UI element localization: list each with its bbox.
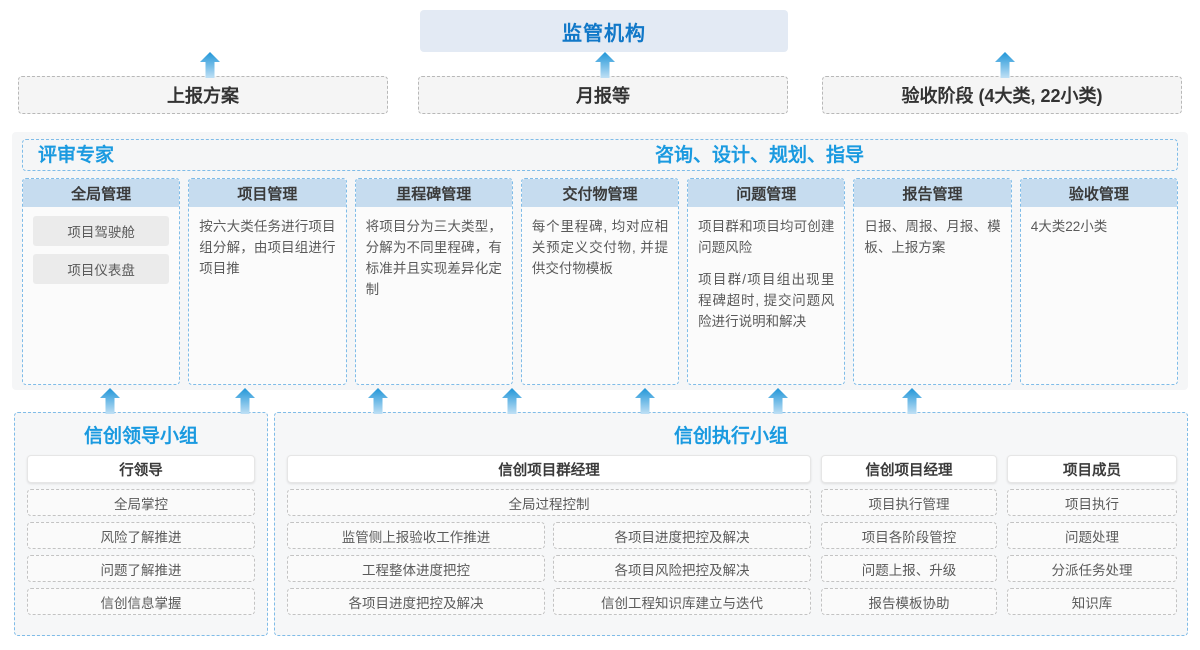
arrow-up-icon [368,388,388,414]
mgmt-card-body: 每个里程碑, 均对应相关预定义交付物, 并提供交付物模板 [522,207,678,279]
duty-item[interactable]: 问题了解推进 [27,555,255,582]
duty-item[interactable]: 工程整体进度把控 [287,555,545,582]
mgmt-card-paragraph: 将项目分为三大类型，分解为不同里程碑，有标准并且实现差异化定制 [365,219,502,297]
duty-item[interactable]: 分派任务处理 [1007,555,1177,582]
duty-item[interactable]: 问题处理 [1007,522,1177,549]
role-column-project-manager: 信创项目经理 项目执行管理 项目各阶段管控 问题上报、升级 报告模板协助 [821,455,997,615]
regulatory-authority-box: 监管机构 [420,10,788,52]
duty-item[interactable]: 各项目进度把控及解决 [287,588,545,615]
mgmt-card-global[interactable]: 全局管理 项目驾驶舱 项目仪表盘 [22,178,181,385]
arrow-up-icon [100,388,120,414]
duty-item[interactable]: 问题上报、升级 [821,555,997,582]
mgmt-card-paragraph: 4大类22小类 [1030,219,1108,234]
duty-item[interactable]: 信创信息掌握 [27,588,255,615]
mgmt-card-title: 问题管理 [688,179,845,207]
duty-row: 各项目进度把控及解决 信创工程知识库建立与迭代 [287,582,811,615]
arrow-up-icon [502,388,522,414]
arrow-up-icon [235,388,255,414]
duty-item[interactable]: 项目执行管理 [821,489,997,516]
role-column-leader: 行领导 全局掌控 风险了解推进 问题了解推进 信创信息掌握 [27,455,255,615]
duty-item[interactable]: 全局掌控 [27,489,255,516]
pill-item[interactable]: 项目仪表盘 [33,254,170,284]
mgmt-card-paragraph: 项目群/项目组出现里程碑超时, 提交问题风险进行说明和解决 [698,272,835,329]
mgmt-card-title: 交付物管理 [521,179,679,207]
role-header-leader[interactable]: 行领导 [27,455,255,483]
report-box-month: 月报等 [418,76,788,114]
duty-item[interactable]: 项目执行 [1007,489,1177,516]
mgmt-card-body: 日报、周报、月报、模板、上报方案 [854,207,1010,258]
role-header-program-manager[interactable]: 信创项目群经理 [287,455,811,483]
leader-group-container: 信创领导小组 行领导 全局掌控 风险了解推进 问题了解推进 信创信息掌握 [14,412,268,636]
arrow-up-icon [200,52,220,78]
role-header-project-manager[interactable]: 信创项目经理 [821,455,997,483]
role-column-program-manager: 信创项目群经理 全局过程控制 监管侧上报验收工作推进 各项目进度把控及解决 工程… [287,455,811,615]
mgmt-card-body: 按六大类任务进行项目组分解，由项目组进行项目推 [189,207,345,279]
mgmt-card-body: 4大类22小类 [1021,207,1177,237]
mgmt-card-deliverable[interactable]: 交付物管理 每个里程碑, 均对应相关预定义交付物, 并提供交付物模板 [520,178,680,385]
mgmt-card-title: 报告管理 [854,179,1011,207]
mgmt-card-project[interactable]: 项目管理 按六大类任务进行项目组分解，由项目组进行项目推 [188,178,347,385]
mgmt-card-body: 项目群和项目均可创建问题风险 项目群/项目组出现里程碑超时, 提交问题风险进行说… [688,207,844,332]
mgmt-card-acceptance[interactable]: 验收管理 4大类22小类 [1019,178,1178,385]
mgmt-card-issue[interactable]: 问题管理 项目群和项目均可创建问题风险 项目群/项目组出现里程碑超时, 提交问题… [687,178,846,385]
mgmt-card-report[interactable]: 报告管理 日报、周报、月报、模板、上报方案 [853,178,1012,385]
duty-item[interactable]: 全局过程控制 [287,489,811,516]
duty-row: 工程整体进度把控 各项目风险把控及解决 [287,549,811,582]
duty-item[interactable]: 报告模板协助 [821,588,997,615]
arrow-up-icon [902,388,922,414]
mgmt-card-paragraph: 日报、周报、月报、模板、上报方案 [864,219,1001,255]
exec-group-title: 信创执行小组 [673,426,788,447]
mgmt-card-title: 全局管理 [23,179,180,207]
report-box-acceptance: 验收阶段 (4大类, 22小类) [822,76,1182,114]
role-label-consulting: 咨询、设计、规划、指导 [655,145,865,166]
mgmt-card-title: 项目管理 [189,179,346,207]
arrow-up-icon [995,52,1015,78]
exec-group-container: 信创执行小组 信创项目群经理 全局过程控制 监管侧上报验收工作推进 各项目进度把… [274,412,1188,636]
duty-item[interactable]: 风险了解推进 [27,522,255,549]
mgmt-card-paragraph: 按六大类任务进行项目组分解，由项目组进行项目推 [199,219,336,276]
mgmt-card-milestone[interactable]: 里程碑管理 将项目分为三大类型，分解为不同里程碑，有标准并且实现差异化定制 [354,178,513,385]
report-month-label: 月报等 [576,86,630,106]
arrow-up-icon [768,388,788,414]
arrow-up-icon [595,52,615,78]
mgmt-card-paragraph: 每个里程碑, 均对应相关预定义交付物, 并提供交付物模板 [531,219,669,276]
mgmt-card-title: 验收管理 [1020,179,1177,207]
pill-item[interactable]: 项目驾驶舱 [33,216,170,246]
duty-item[interactable]: 知识库 [1007,588,1177,615]
duty-item[interactable]: 信创工程知识库建立与迭代 [553,588,811,615]
duty-item[interactable]: 监管侧上报验收工作推进 [287,522,545,549]
mgmt-card-title: 里程碑管理 [355,179,512,207]
report-plan-label: 上报方案 [167,86,239,106]
duty-item[interactable]: 各项目风险把控及解决 [553,555,811,582]
report-box-plan: 上报方案 [18,76,388,114]
regulatory-authority-label: 监管机构 [562,22,646,45]
duty-row: 监管侧上报验收工作推进 各项目进度把控及解决 [287,516,811,549]
report-acceptance-label: 验收阶段 (4大类, 22小类) [901,86,1103,106]
mgmt-card-body: 项目驾驶舱 项目仪表盘 [23,207,179,284]
consulting-role-strip [22,139,1178,171]
mgmt-card-paragraph: 项目群和项目均可创建问题风险 [698,219,835,255]
role-header-project-member[interactable]: 项目成员 [1007,455,1177,483]
mgmt-card-body: 将项目分为三大类型，分解为不同里程碑，有标准并且实现差异化定制 [356,207,512,300]
arrow-up-icon [635,388,655,414]
role-column-project-member: 项目成员 项目执行 问题处理 分派任务处理 知识库 [1007,455,1177,615]
duty-item[interactable]: 项目各阶段管控 [821,522,997,549]
leader-group-title: 信创领导小组 [83,426,198,447]
duty-item[interactable]: 各项目进度把控及解决 [553,522,811,549]
role-label-expert: 评审专家 [38,145,115,166]
